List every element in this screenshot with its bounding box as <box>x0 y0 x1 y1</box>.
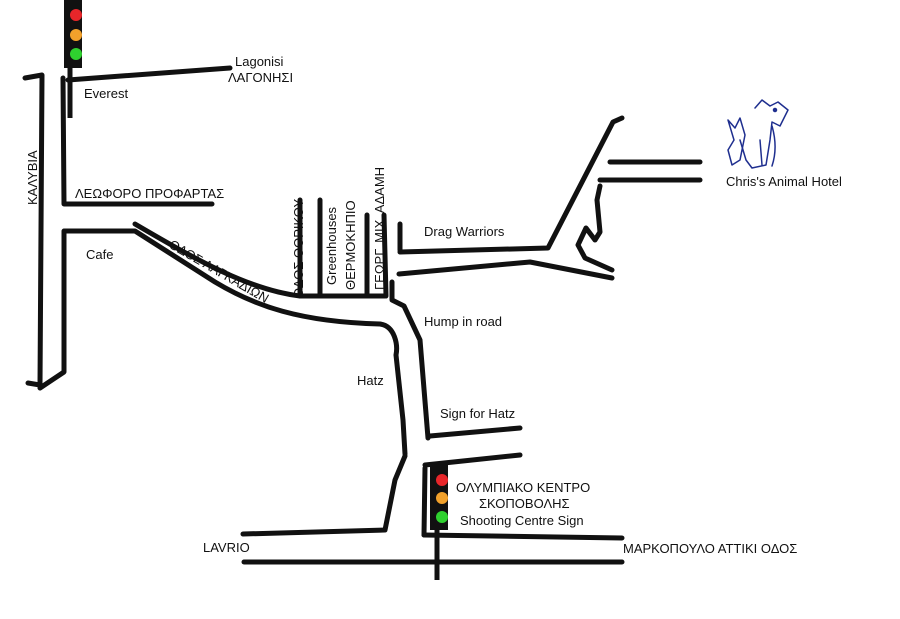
label-lavrio: LAVRIO <box>203 540 250 555</box>
road-shooting-left <box>421 465 428 538</box>
label-odos-thorikou: ΟΔΟΣ ΘΟΡΙΚΟΥ <box>291 199 306 298</box>
label-markopoulo: ΜΑΡΚΟΠΟΥΛΟ ΑΤΤΙΚΙ ΟΔΟΣ <box>623 541 797 556</box>
label-chris-animal-hotel: Chris's Animal Hotel <box>726 174 842 189</box>
road-lagonisi <box>65 65 233 83</box>
label-cafe: Cafe <box>86 247 113 262</box>
label-olympiako-line2: ΣΚΟΠΟΒΟΛΗΣ <box>479 496 570 511</box>
label-olympiako-line1: ΟΛΥΜΠΙΑΚΟ ΚΕΝΤΡΟ <box>456 480 590 495</box>
dog-icon <box>727 99 789 169</box>
label-everest: Everest <box>84 86 128 101</box>
road-hump <box>389 279 431 441</box>
label-thermokipio: ΘΕΡΜΟΚΗΠΙΟ <box>343 200 358 290</box>
road-kalyvia-east <box>60 75 215 207</box>
label-odos-lagkadion: ΟΔΟΣ ΛΑΓΚΑΔΙΩΝ <box>167 237 272 306</box>
label-drag-warriors: Drag Warriors <box>424 224 505 239</box>
road-network <box>22 65 703 565</box>
road-kalyvia-west <box>22 72 45 388</box>
label-sign-for-hatz: Sign for Hatz <box>440 406 515 421</box>
label-shooting-centre-sign: Shooting Centre Sign <box>460 513 584 528</box>
road-lagkadion-upper <box>132 221 388 299</box>
road-markopoulo-upper <box>421 532 625 541</box>
label-hump-in-road: Hump in road <box>424 314 502 329</box>
road-lagkadion-lower <box>37 228 408 457</box>
road-sign-hatz <box>427 425 523 439</box>
road-georg-adami <box>381 212 389 299</box>
label-leoforo-profartas: ΛΕΩΦΟΡΟ ΠΡΟΦΑΡΤΑΣ <box>75 186 224 201</box>
traffic-light-icon <box>64 0 82 118</box>
road-hotel-bottom <box>575 183 615 273</box>
road-to-hotel-upper <box>397 115 625 255</box>
road-hatz-lower <box>240 453 408 537</box>
label-greenhouses: Greenhouses <box>324 206 339 285</box>
map-labels: Lagonisi ΛΑΓΟΝΗΣΙ Everest ΚΑΛΥΒΙΑ ΛΕΩΦΟΡ… <box>25 54 842 556</box>
label-hatz: Hatz <box>357 373 384 388</box>
traffic-light-icon <box>430 464 448 580</box>
label-kalyvia: ΚΑΛΥΒΙΑ <box>25 150 40 205</box>
road-to-hotel-lower <box>396 259 615 281</box>
road-shooting-upper <box>422 452 523 468</box>
label-lagonisi-en: Lagonisi <box>235 54 284 69</box>
label-georg-adami: ΓΕΩΡΓ. ΜΙΧ. ΑΔΑΜΗ <box>372 167 387 290</box>
label-lagonisi-gr: ΛΑΓΟΝΗΣΙ <box>228 70 293 85</box>
